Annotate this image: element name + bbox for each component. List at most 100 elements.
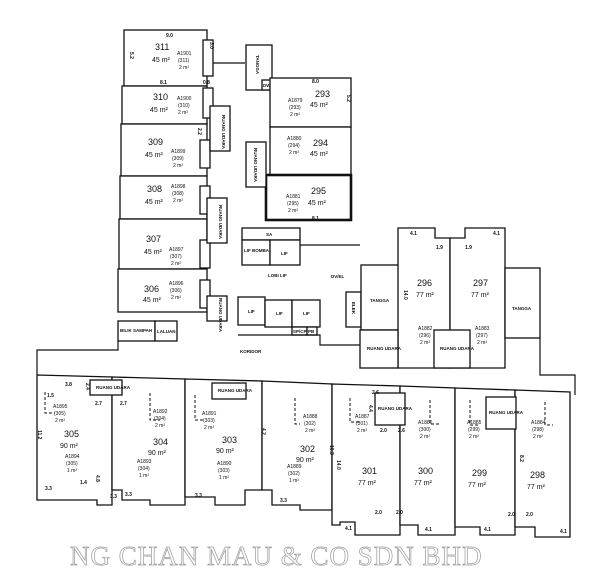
dimension: 2.0 (375, 510, 382, 516)
watermark: NG CHAN MAU & CO SDN BHD (70, 541, 483, 571)
lot-id: A1879 (288, 98, 303, 104)
unit-302[interactable] (261, 380, 333, 511)
lot-area: 2 m² (171, 295, 181, 301)
lot-ref: (303) (203, 418, 215, 424)
ruang-udara-label: RUANG UDARA (221, 115, 226, 150)
lot-ref: (301) (356, 421, 368, 427)
unit-number: 303 (222, 435, 237, 445)
dimension: 4.4 (367, 405, 373, 412)
unit-number: 300 (418, 466, 433, 476)
dimension: 8.1 (312, 216, 319, 222)
lot-id: A1881 (286, 194, 301, 200)
lot-id: A1897 (169, 247, 184, 253)
dimension: 4.1 (493, 231, 500, 237)
dimension: 1.9 (436, 245, 443, 251)
dimension: 4.8 (94, 475, 100, 482)
lif (269, 239, 301, 266)
dimension: 1.5 (47, 393, 54, 399)
lot-ref: (293) (289, 105, 301, 111)
dimension: 2.7 (120, 401, 127, 407)
dimension: 3.3 (195, 493, 202, 499)
lot-id: A1889 (287, 464, 302, 470)
lot-strip (202, 39, 214, 77)
ruang-udara (206, 197, 228, 244)
dimension: 11.2 (36, 430, 42, 440)
lot-ref: (309) (172, 156, 184, 162)
unit-295[interactable] (264, 173, 353, 222)
tangga-label: TANGGA (370, 298, 390, 303)
bottom-units (36, 374, 571, 538)
unit-298[interactable] (514, 389, 571, 538)
tangga-label: TANGGA (512, 306, 532, 311)
lif-bomba-label: LIF BOMBA (244, 248, 270, 253)
dimension: 5.2 (128, 52, 134, 59)
unit-310[interactable] (121, 85, 208, 125)
dimension: 10.3 (328, 445, 334, 455)
dimension: 3.3 (280, 498, 287, 504)
lot-id: A1892 (153, 409, 168, 415)
dimension: 3.0 (208, 42, 214, 49)
dimension: 2.0 (396, 510, 403, 516)
lot-id: A1887 (355, 414, 370, 420)
lot-area: 1 m² (289, 478, 299, 484)
unit-area: 45 m² (152, 57, 171, 64)
unit-294[interactable] (269, 126, 352, 176)
lot-ref: (296) (419, 333, 431, 339)
lif-bomba (241, 239, 271, 266)
lot-area: 2 m² (305, 428, 315, 434)
unit-293[interactable] (269, 77, 352, 128)
unit-area: 90 m² (60, 443, 79, 450)
unit-number: 301 (362, 466, 377, 476)
unit-308[interactable] (119, 175, 208, 220)
unit-number: 294 (313, 138, 328, 148)
unit-306[interactable] (117, 268, 208, 313)
dimension: 2.0 (380, 428, 387, 434)
lot-area: 1 m² (67, 468, 77, 474)
lot-id: A1886 (418, 420, 433, 426)
lot-area: 1 m² (219, 475, 229, 481)
lot-area: 2 m² (477, 340, 487, 346)
lot-id: A1894 (65, 454, 80, 460)
unit-area: 77 m² (416, 292, 435, 299)
unit-number: 302 (300, 444, 315, 454)
unit-307[interactable] (118, 218, 208, 270)
dimension: 0.8 (203, 80, 210, 86)
unit-309[interactable] (120, 123, 208, 177)
lot-area: 2 m² (290, 112, 300, 118)
ruang-udara (374, 392, 406, 426)
lot-ref: (304) (154, 416, 166, 422)
lot-strip (199, 139, 211, 169)
lot-id: A1884 (531, 420, 546, 426)
lift-core (237, 227, 360, 336)
lot-ref: (307) (170, 254, 182, 260)
koridor-label: KORIDOR (240, 349, 262, 354)
unit-number: 308 (147, 184, 162, 194)
lot-id: A1883 (475, 326, 490, 332)
pb-label: PB (308, 329, 315, 334)
unit-number: 306 (144, 284, 159, 294)
lot-id: A1900 (177, 96, 192, 102)
dv-el-label: DV/EL (331, 274, 345, 279)
lot-ref: (305) (66, 461, 78, 467)
unit-304[interactable] (111, 376, 186, 506)
unit-number: 309 (148, 137, 163, 147)
lot-ref: (295) (287, 201, 299, 207)
corridor-wall (36, 341, 119, 375)
dimension: 2.2 (196, 128, 202, 135)
dimension: 2.0 (508, 512, 515, 518)
lobi-lif-label: LOBI LIF (268, 273, 287, 278)
unit-311[interactable] (123, 29, 208, 87)
dimension: 8.0 (312, 79, 319, 85)
lot-area: 2 m² (288, 208, 298, 214)
lot-ref: (308) (172, 191, 184, 197)
lif-label: LIF (276, 311, 283, 316)
lot-area: 2 m² (420, 340, 430, 346)
lot-ref: (297) (476, 333, 488, 339)
corridor-wall (238, 334, 360, 346)
ruang-udara (359, 329, 399, 369)
dimension: 8.1 (160, 80, 167, 86)
dimension: 3.3 (110, 494, 117, 500)
unit-area: 77 m² (414, 480, 433, 487)
unit-area: 45 m² (310, 102, 329, 109)
